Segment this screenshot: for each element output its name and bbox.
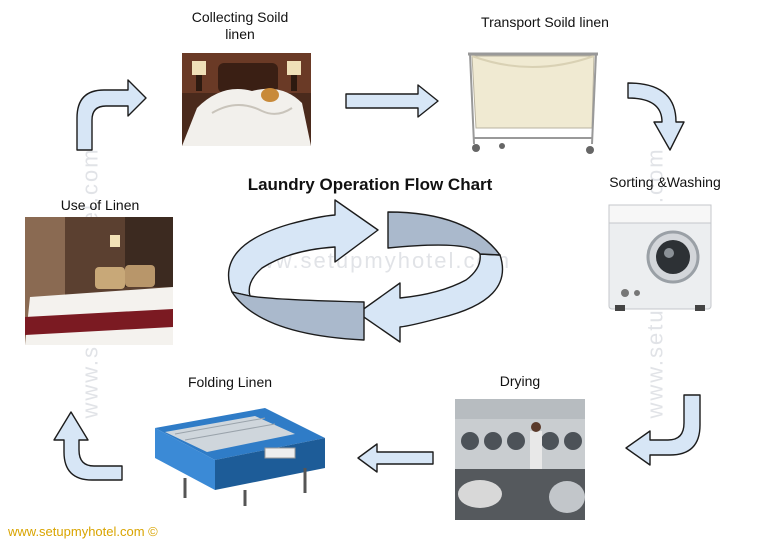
cycle-arrow-bottom-icon [357,253,504,343]
diagram-title: Laundry Operation Flow Chart [247,175,493,194]
arrow-bend-down-icon [627,82,685,151]
arrow-right-icon [345,84,439,118]
folding-machine-photo [145,398,335,510]
step-label-drying: Drying [499,373,541,389]
step-label-transport: Transport Soild linen [481,14,609,30]
cycle-band-right-icon [387,211,501,256]
footer-link[interactable]: www.setupmyhotel.com © [8,524,158,539]
step-label-use: Use of Linen [60,197,140,213]
step-label-collecting: Collecting Soild linen [191,9,289,42]
arrow-left-icon [357,443,434,473]
step-label-folding: Folding Linen [187,374,273,390]
collecting-linen-photo [182,53,311,146]
washing-machine-photo [608,204,712,311]
cycle-band-left-icon [231,291,365,341]
transport-cart-photo [462,48,602,160]
step-label-sorting: Sorting &Washing [609,174,721,190]
arrow-bend-up-icon [53,411,123,481]
arrow-bend-left-icon [625,394,701,466]
cycle-arrow-top-icon [227,199,379,297]
use-of-linen-photo [25,217,173,345]
arrow-bend-right-icon [76,79,147,151]
drying-room-photo [455,399,585,520]
